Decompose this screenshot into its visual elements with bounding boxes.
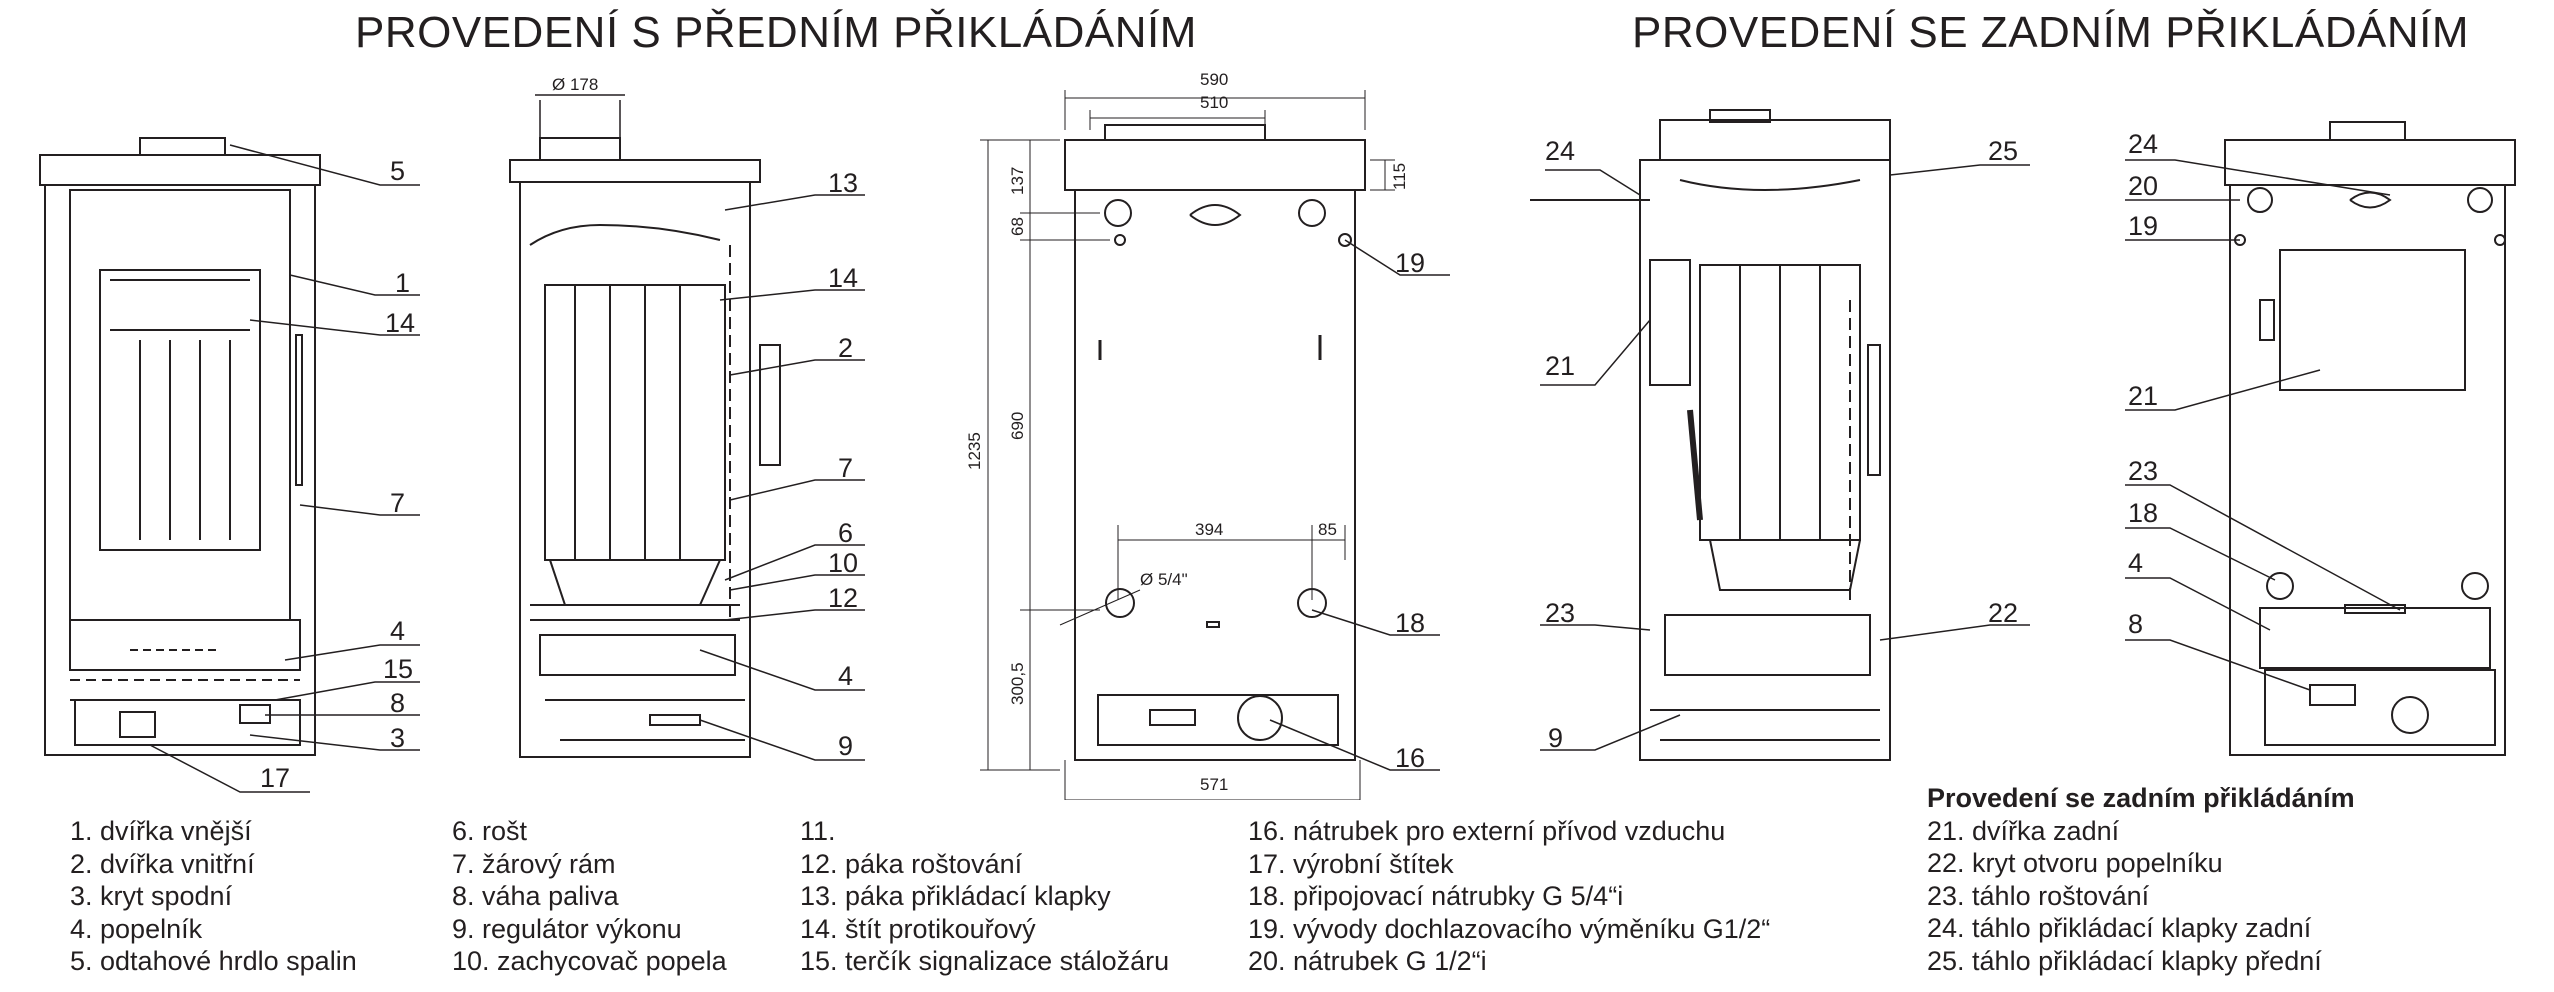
dim-pipe: Ø 5/4" — [1140, 570, 1188, 589]
legend-item: 3. kryt spodní — [70, 881, 233, 911]
callout-6: 6 — [838, 518, 853, 548]
legend-column-3: 11. 12. páka roštování 13. páka přikláda… — [800, 815, 1169, 978]
callout-24: 24 — [1545, 136, 1575, 166]
rear-back-view — [2224, 121, 2516, 756]
callout-18: 18 — [1395, 608, 1425, 638]
leader-lines — [149, 144, 2401, 793]
callout-20: 20 — [2128, 171, 2158, 201]
legend-item: 10. zachycovač popela — [452, 946, 727, 976]
callout-19: 19 — [1395, 248, 1425, 278]
callout-16: 16 — [1395, 743, 1425, 773]
callout-24b: 24 — [2128, 129, 2158, 159]
callout-19b: 19 — [2128, 211, 2158, 241]
dim-68: 68 — [1008, 217, 1027, 236]
callout-22: 22 — [1988, 598, 2018, 628]
front-view — [39, 137, 321, 756]
legend-item: 8. váha paliva — [452, 881, 619, 911]
rear-section-view — [1530, 109, 1891, 761]
dim-510: 510 — [1200, 93, 1228, 112]
callout-9: 9 — [838, 731, 853, 761]
dim-85: 85 — [1318, 520, 1337, 539]
legend-item: 17. výrobní štítek — [1248, 848, 1454, 879]
legend-column-5: Provedení se zadním přikládáním 21. dvíř… — [1927, 782, 2355, 977]
legend-item: 18. připojovací nátrubky G 5/4“i — [1248, 881, 1624, 911]
legend-item: 21. dvířka zadní — [1927, 815, 2120, 846]
section-view — [509, 94, 781, 758]
callout-4c: 4 — [2128, 548, 2143, 578]
legend-item: 16. nátrubek pro externí přívod vzduchu — [1248, 816, 1726, 846]
dim-300: 300,5 — [1008, 662, 1027, 705]
legend-item: 23. táhlo roštování — [1927, 880, 2150, 911]
callout-2: 2 — [838, 333, 853, 363]
callout-12: 12 — [828, 583, 858, 613]
callout-18b: 18 — [2128, 498, 2158, 528]
legend-item: 1. dvířka vnější — [70, 816, 252, 846]
dim-115: 115 — [1390, 163, 1409, 190]
dim-dia-178: Ø 178 — [552, 75, 598, 94]
dim-690: 690 — [1008, 412, 1027, 440]
dim-590: 590 — [1200, 70, 1228, 89]
dim-571: 571 — [1200, 775, 1228, 794]
callout-1: 1 — [395, 268, 410, 298]
callout-25: 25 — [1988, 136, 2018, 166]
legend-item: 24. táhlo přikládací klapky zadní — [1927, 913, 2312, 943]
callout-7: 7 — [390, 488, 405, 518]
legend-item: 4. popelník — [70, 913, 203, 944]
callout-23b: 23 — [2128, 456, 2158, 486]
callout-13: 13 — [828, 168, 858, 198]
callout-21: 21 — [1545, 351, 1575, 381]
legend-item: 5. odtahové hrdlo spalin — [70, 946, 357, 976]
callout-10: 10 — [828, 548, 858, 578]
legend-column-4: 16. nátrubek pro externí přívod vzduchu … — [1248, 815, 1770, 978]
legend-item: 25. táhlo přikládací klapky přední — [1927, 945, 2322, 976]
legend-item: 22. kryt otvoru popelníku — [1927, 848, 2223, 878]
legend-item: 19. vývody dochlazovacího výměníku G1/2“ — [1248, 913, 1771, 944]
callout-5: 5 — [390, 156, 405, 186]
callout-4b: 4 — [838, 661, 853, 691]
legend-item: 14. štít protikouřový — [800, 913, 1036, 944]
title-front: PROVEDENÍ S PŘEDNÍM PŘIKLÁDÁNÍM — [355, 8, 1197, 57]
legend-heading: Provedení se zadním přikládáním — [1927, 783, 2355, 813]
callout-4: 4 — [390, 616, 405, 646]
callout-9b: 9 — [1548, 723, 1563, 753]
callout-3: 3 — [390, 723, 405, 753]
callout-7b: 7 — [838, 453, 853, 483]
callout-14: 14 — [385, 308, 415, 338]
rear-dim-view — [1064, 124, 1366, 761]
callout-15: 15 — [383, 654, 413, 684]
legend-item: 11. — [800, 816, 836, 846]
callout-8: 8 — [390, 688, 405, 718]
legend-column-1: 1. dvířka vnější 2. dvířka vnitřní 3. kr… — [70, 815, 357, 978]
technical-drawing: 5 1 14 7 4 15 8 3 17 13 14 2 7 6 10 12 4… — [39, 70, 2516, 800]
legend-item: 12. páka roštování — [800, 848, 1023, 879]
legend-item: 15. terčík signalizace stáložáru — [800, 946, 1170, 976]
dimension-lines — [980, 90, 1395, 800]
legend-item: 13. páka přikládací klapky — [800, 881, 1111, 911]
legend-item: 6. rošt — [452, 816, 528, 846]
legend-column-2: 6. rošt 7. žárový rám 8. váha paliva 9. … — [452, 815, 727, 978]
legend-item: 2. dvířka vnitřní — [70, 848, 255, 879]
legend-item: 7. žárový rám — [452, 848, 616, 879]
legend-item: 9. regulátor výkonu — [452, 913, 682, 944]
legend-item: 20. nátrubek G 1/2“i — [1248, 946, 1487, 976]
callouts: 5 1 14 7 4 15 8 3 17 13 14 2 7 6 10 12 4… — [260, 70, 2158, 794]
callout-21b: 21 — [2128, 381, 2158, 411]
callout-17: 17 — [260, 763, 290, 793]
dim-1235: 1235 — [965, 432, 984, 470]
dim-394: 394 — [1195, 520, 1223, 539]
callout-14b: 14 — [828, 263, 858, 293]
callout-8b: 8 — [2128, 609, 2143, 639]
callout-23: 23 — [1545, 598, 1575, 628]
dim-137: 137 — [1008, 167, 1027, 195]
title-rear: PROVEDENÍ SE ZADNÍM PŘIKLÁDÁNÍM — [1632, 8, 2469, 57]
